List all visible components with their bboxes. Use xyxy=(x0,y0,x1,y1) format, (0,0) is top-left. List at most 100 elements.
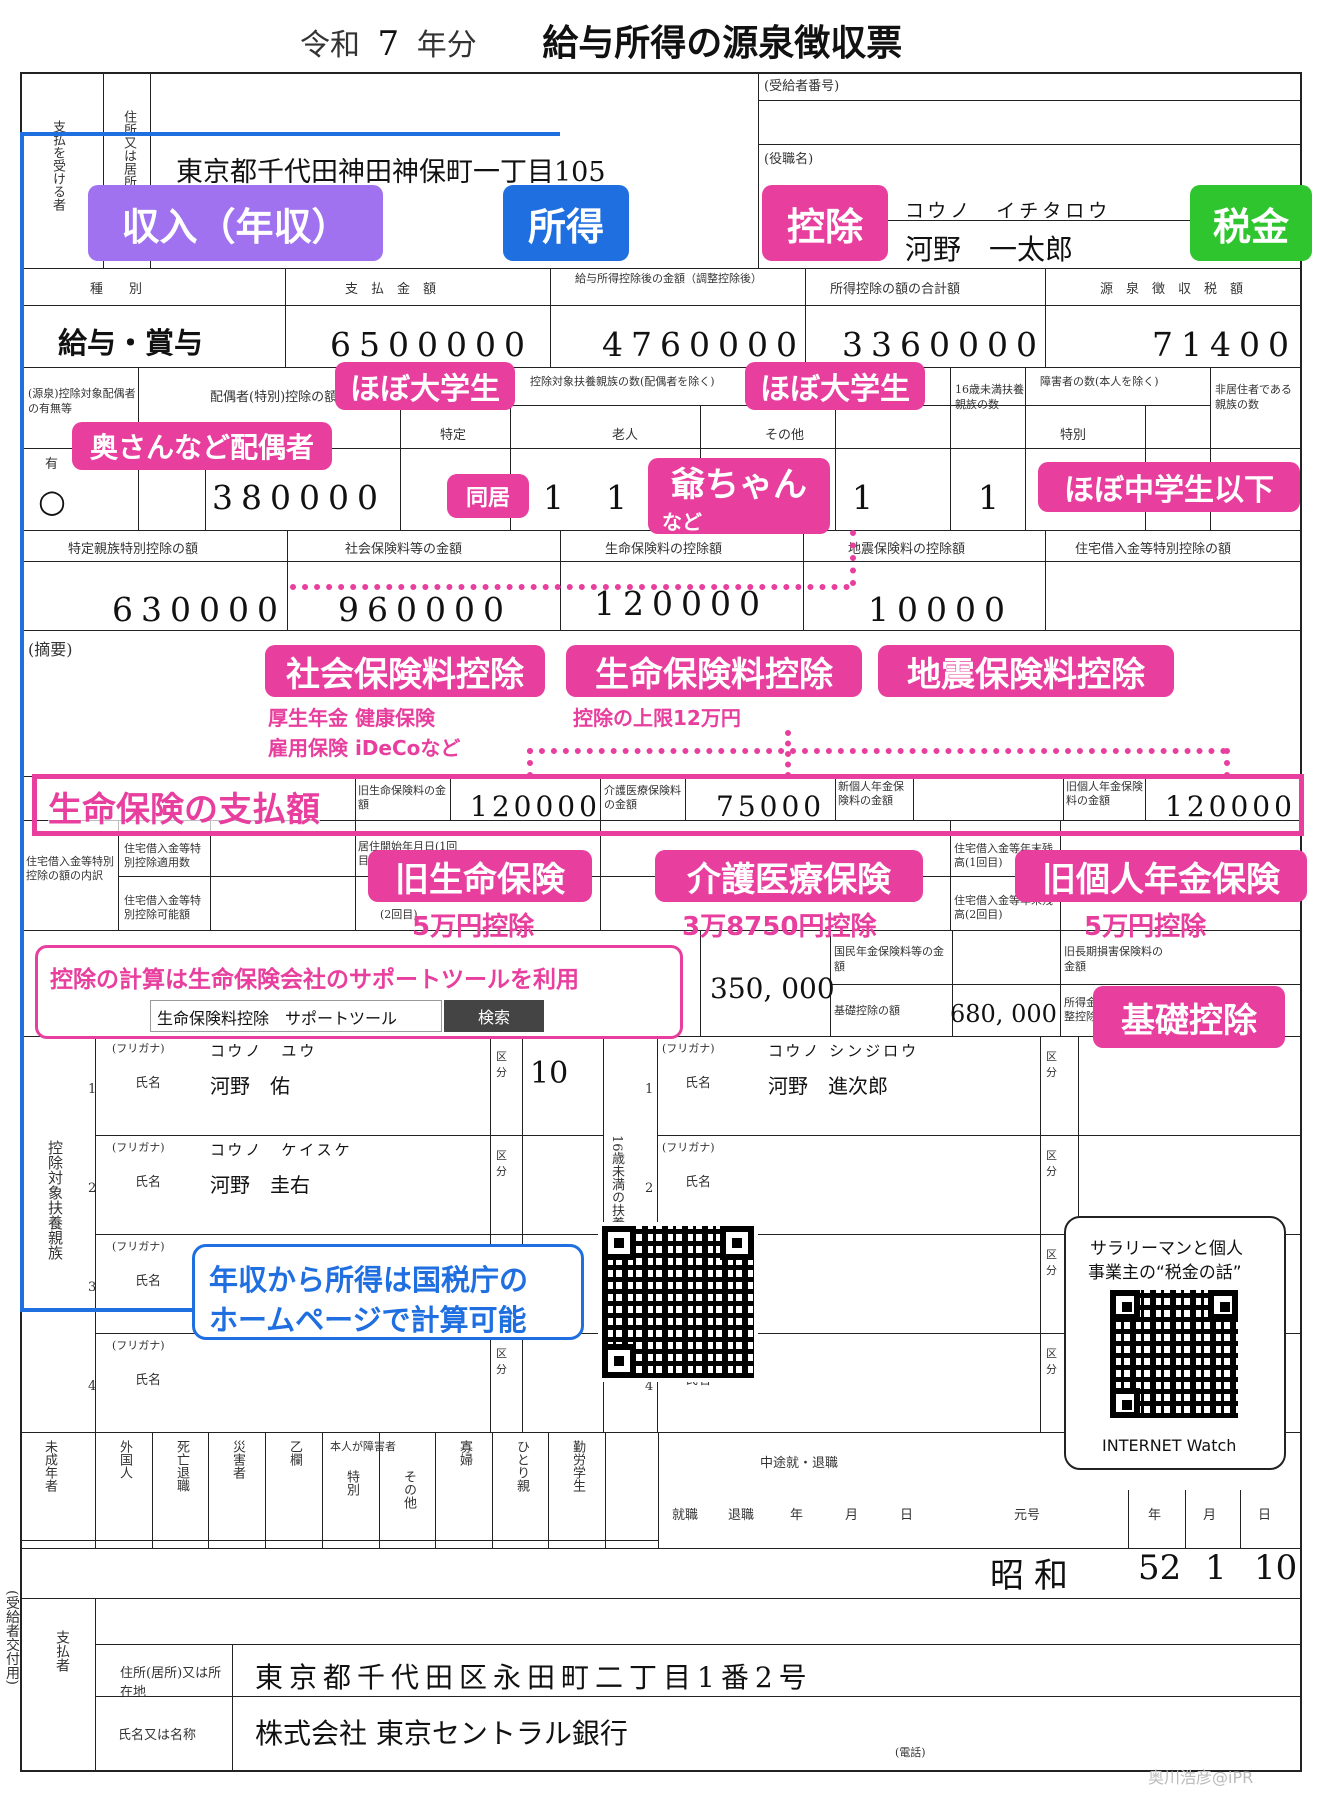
remarks-label: (摘要) xyxy=(28,640,73,659)
doc-title: 令和 7 年分 給与所得の源泉徴収票 xyxy=(300,14,902,66)
status-col: その他 xyxy=(401,1470,416,1509)
life-payment-outline xyxy=(32,774,1304,836)
u16-index: 4 xyxy=(645,1379,654,1394)
status-col: 災害者 xyxy=(230,1440,245,1479)
deduction-header-special: 特定親族特別控除の額 xyxy=(68,542,199,557)
status-col: 寡婦 xyxy=(457,1440,472,1466)
u16-name: 河野 進次郎 xyxy=(768,1074,888,1098)
birth-col: 月 xyxy=(1203,1508,1217,1523)
search-button[interactable]: 検索 xyxy=(444,1000,544,1032)
under16-count: 1 xyxy=(978,478,1007,517)
tax-amount: 71400 xyxy=(1152,325,1297,364)
under16-count-label: 16歳未満扶養親族の数 xyxy=(955,383,1024,411)
qr-title-line2: 事業主の“税金の話” xyxy=(1088,1263,1242,1283)
dep-name-label: 氏名 xyxy=(135,1076,162,1091)
emp-col: 月 xyxy=(845,1508,859,1523)
rojin-count: 1 xyxy=(606,478,635,517)
callout-kaigo: 介護医療保険 xyxy=(655,850,923,902)
header-type: 種 別 xyxy=(90,282,143,297)
callout-chugaku: ほぼ中学生以下 xyxy=(1038,462,1300,512)
qr-code-center[interactable] xyxy=(598,1222,758,1382)
callout-kiso: 基礎控除 xyxy=(1093,986,1285,1048)
side-label: (受給者交付用) xyxy=(4,1590,20,1685)
u16-index: 1 xyxy=(645,1082,654,1097)
status-col: 外国人 xyxy=(117,1440,132,1479)
status-col: ひとり親 xyxy=(514,1440,529,1492)
dep-furigana-label: (フリガナ) xyxy=(112,1141,165,1154)
callout-jiichan: 爺ちゃん など xyxy=(648,458,830,534)
dep-name: 河野 佑 xyxy=(210,1074,290,1098)
qr-promo-card[interactable]: サラリーマンと個人 事業主の“税金の話” INTERNET Watch xyxy=(1064,1216,1286,1470)
pension-amount: 350, 000 xyxy=(710,972,835,1005)
housing-count-label: 住宅借入金等特別控除適用数 xyxy=(124,842,201,869)
u16-furigana-label: (フリガナ) xyxy=(662,1042,715,1055)
tokutei-label: 特定 xyxy=(440,428,467,443)
deduction-total-amount: 3360000 xyxy=(842,325,1045,364)
title-era: 令和 xyxy=(300,28,360,63)
sonota-label: その他 xyxy=(765,428,805,443)
kyu-nenkin-note: 5万円控除 xyxy=(1084,912,1207,942)
header-deduction-total: 所得控除の額の合計額 xyxy=(830,282,961,297)
recipient-address: 東京都千代田神田神保町一丁目105 xyxy=(176,157,606,188)
u16-name-label: 氏名 xyxy=(685,1175,712,1190)
deduction-header-quake: 地震保険料の控除額 xyxy=(848,542,966,557)
recipient-role-label: (役職名) xyxy=(764,152,814,167)
title-year: 7 xyxy=(377,24,400,64)
birth-month: 1 xyxy=(1205,1548,1227,1588)
title-unit: 年分 xyxy=(416,28,477,63)
birth-col: 日 xyxy=(1258,1508,1272,1523)
title-main: 給与所得の源泉徴収票 xyxy=(542,23,903,64)
payer-address-label: 住所(居所)又は所在地 xyxy=(120,1666,222,1700)
status-col: 未成年者 xyxy=(42,1440,57,1492)
birth-year: 52 xyxy=(1138,1548,1182,1588)
old-life-label: 旧生命保険料の金額 xyxy=(358,784,446,811)
qr-code-small[interactable] xyxy=(1110,1290,1238,1418)
callout-kojo: 控除 xyxy=(762,185,888,261)
tokubetsu-label: 特別 xyxy=(1060,428,1087,443)
basic-label: 基礎控除の額 xyxy=(834,1004,900,1017)
dep-index: 4 xyxy=(88,1379,97,1394)
u16-kubun-label: 区分 xyxy=(1046,1347,1057,1376)
recipient-id-label: (受給者番号) xyxy=(764,79,840,94)
callout-seimei: 生命保険料控除 xyxy=(566,645,862,697)
status-col: 死亡退職 xyxy=(174,1440,189,1492)
income-type: 給与・賞与 xyxy=(58,326,204,360)
callout-nenshu-line2: ホームページで計算可能 xyxy=(209,1303,527,1337)
u16-kubun-label: 区分 xyxy=(1046,1050,1057,1079)
life-insurance-amount: 120000 xyxy=(594,584,768,623)
dep-index: 1 xyxy=(88,1082,97,1097)
shakai-note2: 雇用保険 iDeCoなど xyxy=(268,736,461,760)
u16-kubun-label: 区分 xyxy=(1046,1149,1057,1178)
tokutei-count: 1 xyxy=(543,478,572,517)
quake-insurance-amount: 10000 xyxy=(868,590,1013,629)
callout-jiichan-sub: など xyxy=(662,510,702,534)
housing-possible-label: 住宅借入金等特別控除可能額 xyxy=(124,894,201,921)
old-pension-amount: 120000 xyxy=(1165,790,1296,823)
disabled-count-label: 障害者の数(本人を除く) xyxy=(1040,375,1159,388)
callout-keisan: 控除の計算は生命保険会社のサポートツールを利用 xyxy=(50,967,579,993)
housing-detail-label: 住宅借入金等特別控除の額の内訳 xyxy=(26,855,114,882)
after-deduction-amount: 4760000 xyxy=(602,325,805,364)
emp-col: 就職 xyxy=(672,1508,699,1523)
dependents-vlabel: 控除対象扶養親族 xyxy=(46,1140,64,1260)
callout-haigusha: 奥さんなど配偶者 xyxy=(72,422,332,470)
u16-furigana-label: (フリガナ) xyxy=(662,1141,715,1154)
payer-vlabel: 支払者 xyxy=(54,1630,70,1672)
header-tax: 源 泉 徴 収 税 額 xyxy=(1100,282,1244,297)
rojin-label: 老人 xyxy=(612,428,639,443)
birth-col: 年 xyxy=(1148,1508,1162,1523)
social-insurance-amount: 960000 xyxy=(338,590,512,629)
old-pension-label: 旧個人年金保険料の金額 xyxy=(1066,780,1143,807)
callout-keisan-box: 控除の計算は生命保険会社のサポートツールを利用 生命保険料控除 サポートツール … xyxy=(35,945,683,1039)
callout-nenshu-box: 年収から所得は国税庁の ホームページで計算可能 xyxy=(192,1244,584,1340)
dep-furigana-label: (フリガナ) xyxy=(112,1339,165,1352)
payment-amount: 6500000 xyxy=(330,325,533,364)
dep-name: 河野 圭右 xyxy=(210,1173,310,1197)
status-col: 乙欄 xyxy=(287,1440,302,1466)
birth-col: 元号 xyxy=(1014,1508,1041,1523)
shakai-note1: 厚生年金 健康保険 xyxy=(268,706,435,730)
birth-era: 昭和 xyxy=(990,1556,1078,1596)
dep-index: 3 xyxy=(88,1280,97,1295)
search-box[interactable]: 生命保険料控除 サポートツール xyxy=(150,1000,442,1032)
dep-kubun-label: 区分 xyxy=(496,1050,507,1079)
